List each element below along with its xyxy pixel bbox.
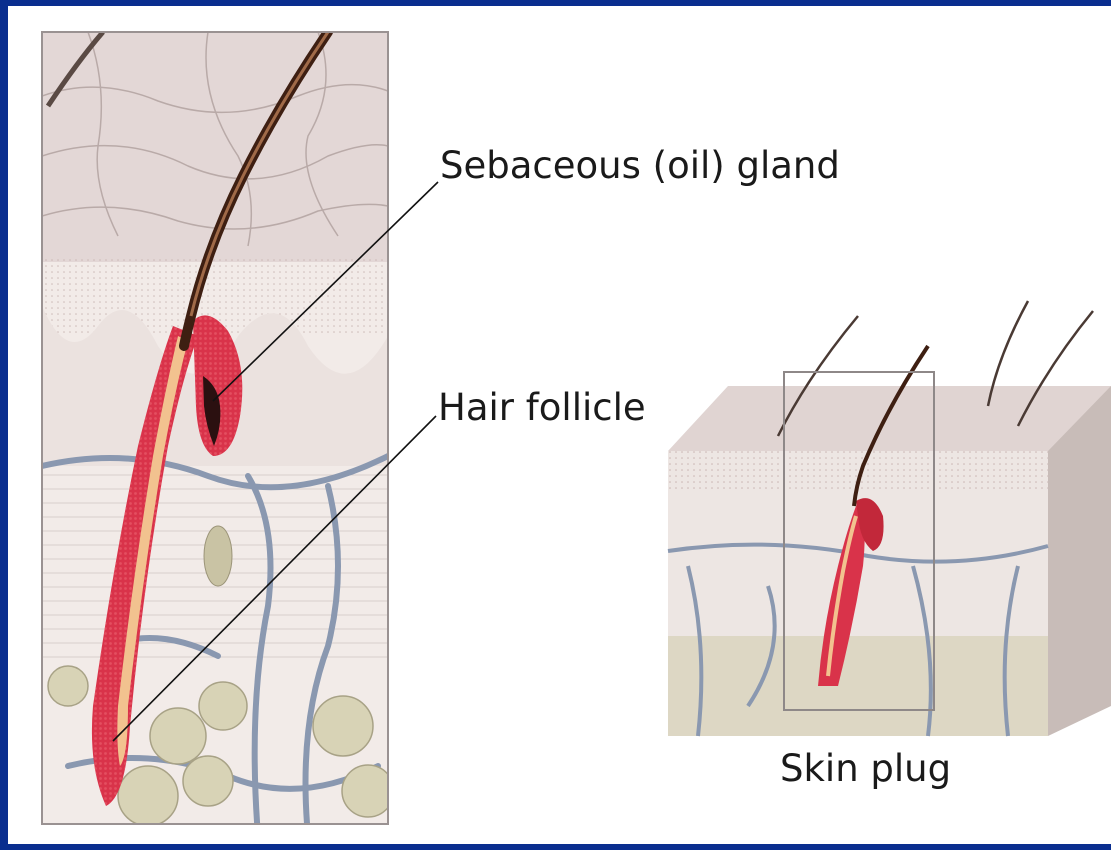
- skin-block: [668, 301, 1111, 736]
- skin-plug-label: Skin plug: [780, 747, 951, 790]
- enlarged-skin-panel: [42, 32, 394, 836]
- skin-block-fat-layer: [668, 636, 1048, 736]
- sebaceous-gland-label: Sebaceous (oil) gland: [440, 144, 840, 187]
- hair-follicle-label: Hair follicle: [438, 386, 646, 429]
- diagram-frame: Sebaceous (oil) gland Hair follicle Skin…: [8, 6, 1111, 844]
- skin-block-top: [668, 386, 1111, 451]
- sweat-gland-duct: [204, 526, 232, 586]
